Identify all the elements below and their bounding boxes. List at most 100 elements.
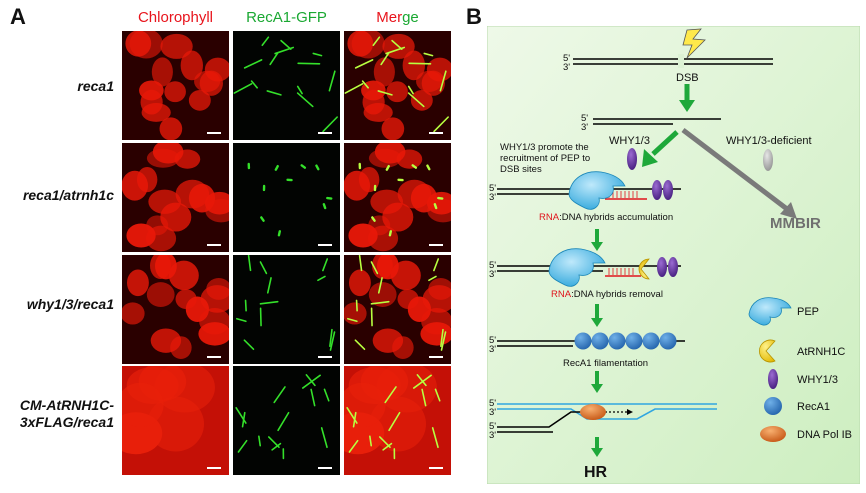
rna-text: RNA	[551, 289, 572, 300]
atrnh1c-icon	[638, 258, 650, 280]
legend-label-atrnh1c: AtRNH1C	[797, 346, 845, 358]
why13-icon	[657, 257, 667, 277]
filamentation-label: RecA1 filamentation	[563, 358, 648, 369]
atrnh1c-icon	[759, 339, 776, 363]
reca1-icon	[574, 332, 592, 350]
five-prime-label: 5'	[489, 421, 496, 432]
pep-icon	[568, 171, 626, 210]
three-prime-label: 3'	[563, 62, 570, 73]
row-label-cm-atrnh1c: CM-AtRNH1C- 3xFLAG/reca1	[0, 397, 114, 431]
why13-icon	[627, 148, 637, 170]
step-reca1-filamentation: 5' 3' RecA1 filamentation	[489, 332, 685, 369]
why13-icon	[768, 369, 778, 389]
three-prime-label: 3'	[489, 192, 496, 203]
row-label-line: reca1	[77, 78, 114, 94]
why13-deficient-label: WHY1/3-deficient	[726, 135, 812, 147]
micrograph-image	[344, 143, 451, 252]
legend-label-why13: WHY1/3	[797, 374, 838, 386]
promote-text-line: recruitment of PEP to	[500, 153, 590, 164]
three-prime-label: 3'	[581, 122, 588, 133]
three-prime-label: 3'	[489, 407, 496, 418]
row-label-line: CM-AtRNH1C-	[19, 397, 114, 413]
legend-label-pep: PEP	[797, 306, 819, 318]
column-header-chlorophyll: Chlorophyll	[122, 9, 229, 26]
scale-bar	[429, 356, 443, 358]
reca1-icon	[608, 332, 626, 350]
step-pep-recruitment: 5' 3' RNA:DNA hybrids accumulation	[489, 171, 681, 223]
why13-icon	[663, 180, 673, 200]
micrograph-tile	[233, 366, 340, 475]
scale-bar	[429, 132, 443, 134]
micrograph-image	[122, 31, 229, 140]
hybrids-accum-text: :DNA hybrids accumulation	[559, 212, 673, 223]
micrograph-image	[344, 255, 451, 364]
micrograph-tile	[122, 143, 229, 252]
reca1-icon	[591, 332, 609, 350]
row-label-reca1-atrnh1c: reca1/atrnh1c	[0, 187, 114, 204]
micrograph-image	[233, 143, 340, 252]
column-header-merge-part1: Mer	[376, 9, 403, 26]
scale-bar	[207, 467, 221, 469]
column-header-chlorophyll-text: Chlorophyll	[137, 9, 214, 26]
scale-bar	[318, 244, 332, 246]
five-prime-label: 5'	[489, 398, 496, 409]
row-label-line: reca1/atrnh1c	[22, 187, 114, 203]
scale-bar	[207, 244, 221, 246]
five-prime-label: 5'	[563, 53, 570, 64]
reca1-icon	[642, 332, 660, 350]
scale-bar	[429, 244, 443, 246]
scale-bar	[318, 132, 332, 134]
micrograph-tile	[344, 366, 451, 475]
five-prime-label: 5'	[489, 260, 496, 271]
arrow-mmbir	[681, 128, 797, 219]
micrograph-image	[122, 255, 229, 364]
hybrids-removal-text: :DNA hybrids removal	[571, 289, 663, 300]
hr-label: HR	[584, 464, 608, 481]
three-prime-label: 3'	[489, 430, 496, 441]
dna-pol-ib-icon	[760, 426, 786, 442]
panel-b-letter: B	[466, 4, 482, 29]
micrograph-tile	[344, 31, 451, 140]
why13-icon	[652, 180, 662, 200]
promote-text-line: WHY1/3 promote the	[500, 142, 589, 153]
micrograph-tile	[344, 143, 451, 252]
micrograph-image	[122, 366, 229, 475]
micrograph-image	[344, 366, 451, 475]
dsb-duplex: 5' 3' DSB	[563, 28, 773, 84]
scale-bar	[207, 356, 221, 358]
micrograph-grid	[122, 31, 451, 475]
mechanism-diagram: 5' 3' DSB 5' 3' WHY1/3 WHY1/3-deficient …	[486, 25, 861, 485]
five-prime-label: 5'	[489, 335, 496, 346]
dna-pol-ib-icon	[580, 404, 606, 420]
micrograph-image	[122, 143, 229, 252]
reca1-icon	[625, 332, 643, 350]
three-prime-label: 3'	[489, 269, 496, 280]
micrograph-tile	[233, 255, 340, 364]
micrograph-tile	[233, 31, 340, 140]
why13-deficient-icon	[763, 149, 773, 171]
arrow-step-hr	[591, 437, 603, 457]
hybrids-removal-label: RNA:DNA hybrids removal	[551, 289, 663, 300]
micrograph-tile	[122, 31, 229, 140]
diagram-background	[486, 25, 861, 485]
five-prime-label: 5'	[581, 113, 588, 124]
arrow-step-3	[591, 304, 603, 327]
micrograph-image	[233, 255, 340, 364]
reca1-icon	[764, 397, 782, 415]
row-label-line: 3xFLAG/reca1	[19, 414, 114, 430]
step-hybrids-removal: 5' 3' RNA:DNA hybrids removal	[489, 248, 681, 300]
micrograph-tile	[122, 255, 229, 364]
micrograph-image	[344, 31, 451, 140]
three-prime-label: 3'	[489, 344, 496, 355]
rna-text: RNA	[539, 212, 560, 223]
step-strand-invasion: 5' 3' 5' 3'	[489, 398, 717, 441]
pep-icon	[548, 248, 606, 287]
column-header-reca1-gfp: RecA1-GFP	[233, 9, 340, 26]
micrograph-image	[233, 366, 340, 475]
column-header-merge-part2: ge	[402, 9, 419, 26]
scale-bar	[207, 132, 221, 134]
arrow-dsb-down	[679, 84, 695, 112]
column-header-reca1-gfp-text: RecA1-GFP	[246, 9, 327, 26]
hybrids-accum-label: RNA:DNA hybrids accumulation	[539, 212, 673, 223]
legend-label-reca1: RecA1	[797, 401, 830, 413]
